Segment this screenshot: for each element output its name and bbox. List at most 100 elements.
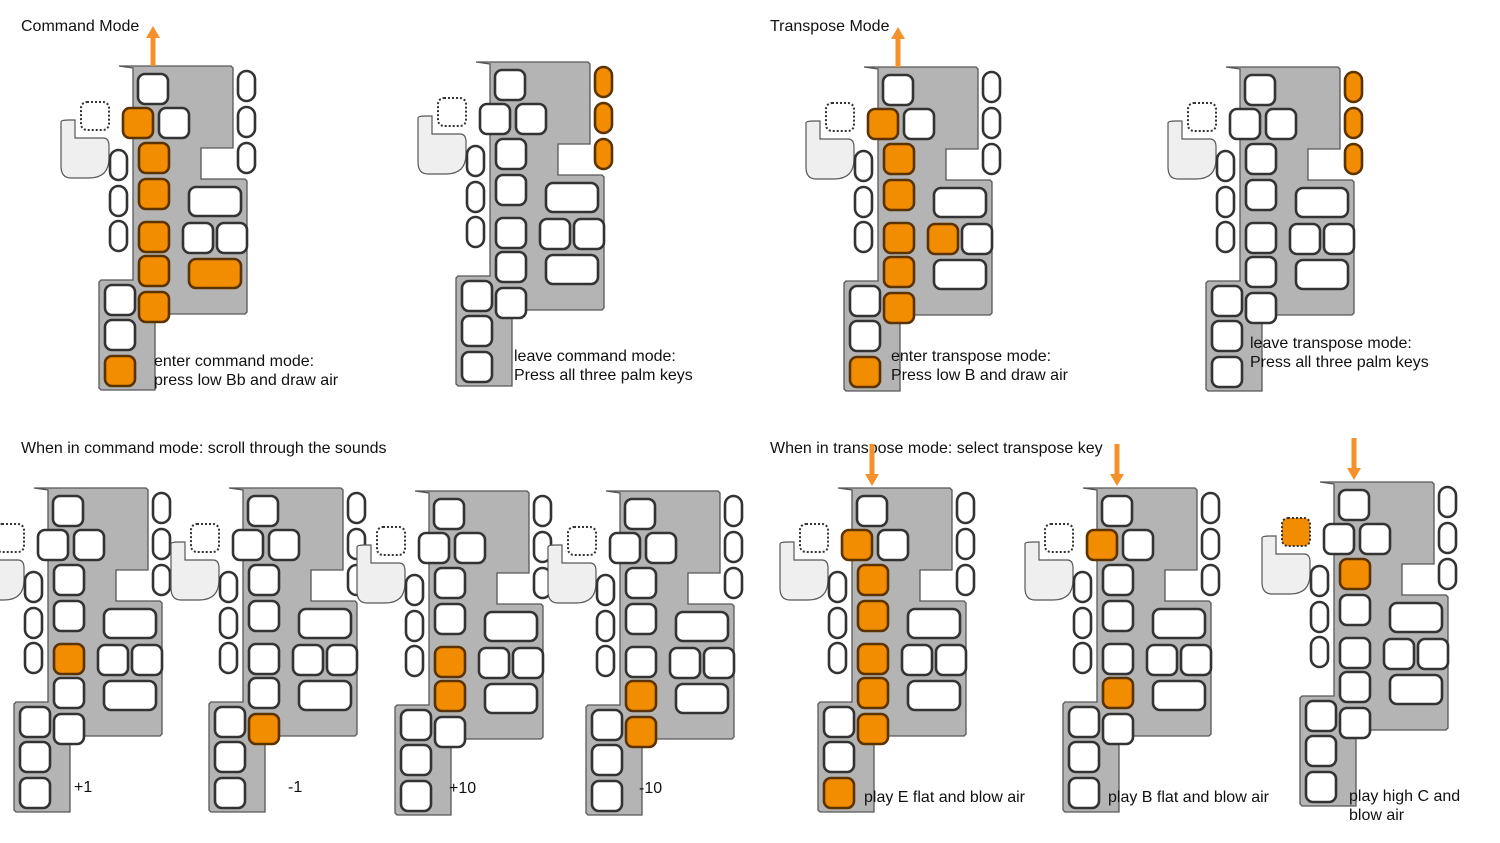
key-sk2 — [23, 606, 44, 640]
caption-line: Press all three palm keys — [1250, 354, 1429, 371]
key-sk1 — [23, 570, 44, 604]
key-pressed-s4 — [882, 255, 916, 289]
key-s4 — [1338, 670, 1372, 704]
thumb-rest-shape — [1261, 535, 1311, 595]
thumb-rest-shape — [0, 559, 25, 601]
key-thumb3 — [157, 106, 191, 140]
key-pressed-s3 — [137, 220, 171, 254]
key-low — [1304, 770, 1338, 804]
key-thumb2 — [231, 528, 265, 562]
air-arrow-down-icon — [1347, 468, 1361, 480]
key-s2 — [624, 602, 658, 636]
section-title-transpose-mode: Transpose Mode — [770, 18, 890, 35]
key-sk3 — [404, 644, 425, 678]
key-s3 — [247, 642, 281, 676]
key-r1a — [181, 221, 215, 255]
key-low2 — [399, 743, 433, 777]
key-r1b — [960, 222, 994, 256]
key-r2 — [297, 679, 353, 712]
key-r1 — [674, 610, 730, 643]
fingering-diagram-scroll-minus-10 — [547, 490, 744, 816]
key-low — [213, 776, 247, 810]
fingering-diagram-enter-command — [60, 26, 257, 391]
key-r1b — [572, 217, 606, 251]
key-s3 — [624, 645, 658, 679]
caption-line: press low Bb and draw air — [154, 372, 339, 389]
key-thumb3 — [876, 528, 910, 562]
key-r1 — [483, 610, 539, 643]
key-pressed-low — [848, 355, 882, 389]
key-thumb3 — [902, 107, 936, 141]
caption-play-b-flat: play B flat and blow air — [1108, 789, 1269, 806]
key-sk2 — [853, 185, 874, 219]
key-low2 — [103, 318, 137, 352]
key-s5 — [52, 712, 86, 746]
caption-leave-transpose: leave transpose mode: Press all three pa… — [1250, 334, 1429, 372]
key-pressed-r1a — [926, 222, 960, 256]
key-r1b — [702, 646, 736, 680]
key-low1 — [213, 705, 247, 739]
air-arrow-shaft — [1351, 438, 1357, 470]
key-pressed-s1 — [856, 563, 890, 597]
caption-scroll-plus-10: +10 — [449, 780, 477, 797]
key-thumb1 — [1243, 73, 1277, 107]
key-s4 — [247, 676, 281, 710]
key-s3 — [1338, 636, 1372, 670]
key-sk2 — [1215, 185, 1236, 219]
key-low1 — [822, 705, 856, 739]
fingering-diagram-play-e-flat — [779, 444, 976, 813]
key-pressed-thumb2 — [866, 107, 900, 141]
key-thumb3 — [72, 528, 106, 562]
key-pressed-s2 — [856, 599, 890, 633]
caption-scroll-plus-1: +1 — [74, 779, 93, 796]
fingering-diagram-play-high-c — [1261, 438, 1458, 807]
key-pressed-s1 — [1338, 557, 1372, 591]
key-p3 — [955, 563, 976, 597]
key-r1 — [906, 607, 962, 640]
key-pressed-r2 — [187, 257, 243, 290]
key-p2 — [955, 527, 976, 561]
key-p3 — [1200, 563, 1221, 597]
key-s2 — [52, 599, 86, 633]
key-sk1 — [853, 149, 874, 183]
key-s5 — [1244, 291, 1278, 325]
key-thumb2 — [36, 528, 70, 562]
key-thumb2 — [1228, 107, 1262, 141]
caption-line: blow air — [1349, 807, 1405, 824]
key-sk3 — [23, 641, 44, 675]
thumb-rest-shape — [805, 120, 855, 180]
key-thumb1 — [136, 72, 170, 106]
key-r2 — [906, 679, 962, 712]
key-r1 — [187, 185, 243, 218]
key-pressed-s4 — [433, 679, 467, 713]
key-s3 — [1101, 642, 1135, 676]
key-sk3 — [1072, 641, 1093, 675]
key-thumb1 — [1100, 494, 1134, 528]
key-p1 — [1200, 491, 1221, 525]
octave-key-pressed — [1281, 517, 1311, 547]
key-pressed-low — [103, 354, 137, 388]
key-pressed-thumb2 — [840, 528, 874, 562]
key-p1 — [981, 70, 1002, 104]
key-s2 — [1338, 593, 1372, 627]
key-r2 — [674, 682, 730, 715]
key-p1 — [236, 69, 257, 103]
key-r2 — [544, 253, 600, 286]
key-p1 — [346, 491, 367, 525]
key-r1b — [1179, 643, 1213, 677]
key-p3 — [151, 563, 172, 597]
key-pressed-s2 — [137, 177, 171, 211]
key-thumb3 — [1358, 522, 1392, 556]
air-arrow-shaft — [895, 39, 901, 67]
key-pressed-s3 — [882, 221, 916, 255]
key-thumb3 — [644, 531, 678, 565]
key-sk1 — [108, 148, 129, 182]
air-arrow-shaft — [869, 444, 875, 476]
key-low — [399, 779, 433, 813]
key-r1 — [932, 186, 988, 219]
key-thumb2 — [1322, 522, 1356, 556]
key-r1b — [511, 646, 545, 680]
key-r1b — [934, 643, 968, 677]
key-pressed-s4 — [624, 679, 658, 713]
key-p1 — [1437, 485, 1458, 519]
